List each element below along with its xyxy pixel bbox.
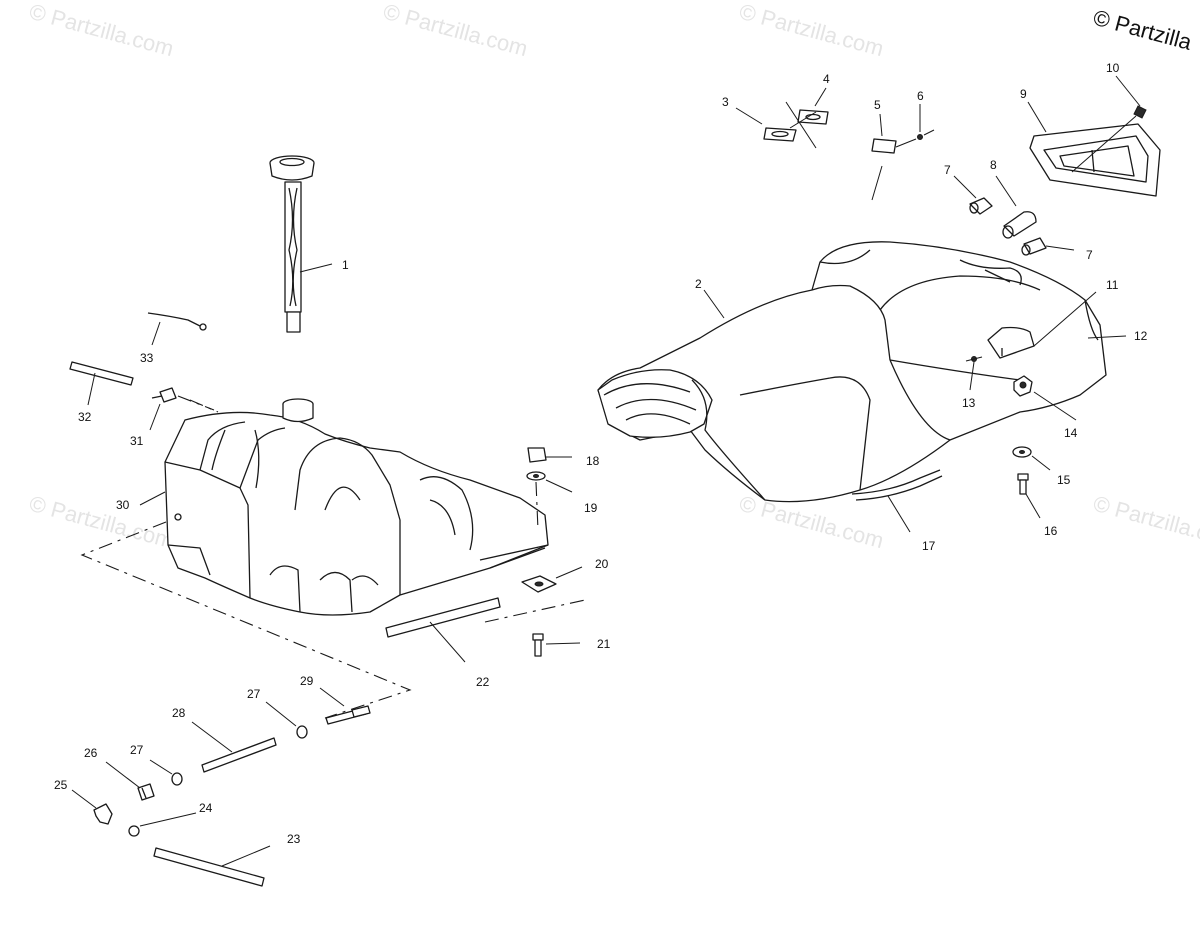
strap-part-17[interactable] bbox=[851, 469, 943, 533]
callout-10: 10 bbox=[1106, 61, 1120, 75]
watermark: © Partzilla.com bbox=[27, 0, 177, 61]
tank-filler-neck bbox=[282, 398, 314, 423]
callout-22: 22 bbox=[476, 675, 490, 689]
bulb-part-8[interactable] bbox=[995, 175, 1037, 239]
callout-25: 25 bbox=[54, 778, 68, 792]
plate-part-3[interactable] bbox=[735, 107, 797, 142]
callout-8: 8 bbox=[990, 158, 997, 172]
fitting-part-31[interactable] bbox=[149, 387, 215, 431]
nut-part-14[interactable] bbox=[1013, 375, 1077, 421]
vent-part-29[interactable] bbox=[319, 687, 371, 725]
callout-2: 2 bbox=[695, 277, 702, 291]
callout-4: 4 bbox=[823, 72, 830, 86]
callout-11: 11 bbox=[1106, 278, 1119, 292]
elbow-part-25[interactable] bbox=[71, 789, 113, 825]
callout-labels: 1 2 3 4 5 6 7 8 7 9 10 11 12 13 14 15 16… bbox=[54, 61, 1148, 846]
callout-12: 12 bbox=[1134, 329, 1148, 343]
clamp-part-24[interactable] bbox=[128, 812, 197, 837]
callout-9: 9 bbox=[1020, 87, 1027, 101]
callout-26: 26 bbox=[84, 746, 98, 760]
hose-part-32[interactable] bbox=[69, 361, 134, 406]
copyright-mark: © Partzilla bbox=[1091, 5, 1195, 55]
callout-17: 17 bbox=[922, 539, 936, 553]
callout-28: 28 bbox=[172, 706, 186, 720]
hose-part-23[interactable] bbox=[153, 845, 271, 887]
callout-31: 31 bbox=[130, 434, 144, 448]
hose-part-28[interactable] bbox=[191, 721, 277, 773]
washer-part-15[interactable] bbox=[1012, 446, 1051, 471]
watermark: © Partzilla.com bbox=[737, 0, 887, 61]
callout-7: 7 bbox=[944, 163, 951, 177]
plug-part-7[interactable] bbox=[1021, 237, 1075, 256]
wire-part-33[interactable] bbox=[147, 312, 207, 346]
callout-5: 5 bbox=[874, 98, 881, 112]
alignment-line bbox=[80, 521, 412, 719]
watermark: © Partzilla.com bbox=[27, 491, 177, 554]
clamp-part-27[interactable] bbox=[265, 701, 308, 739]
callout-19: 19 bbox=[584, 501, 598, 515]
fuel-sender-part-1[interactable] bbox=[269, 155, 333, 333]
callout-16: 16 bbox=[1044, 524, 1058, 538]
screw-part-10[interactable] bbox=[1071, 75, 1147, 173]
tail-light-part-9[interactable] bbox=[1027, 101, 1161, 197]
callout-27: 27 bbox=[247, 687, 261, 701]
callout-32: 32 bbox=[78, 410, 92, 424]
seat-part-2[interactable] bbox=[597, 241, 1127, 503]
callout-23: 23 bbox=[287, 832, 301, 846]
screw-part-6[interactable] bbox=[895, 104, 935, 148]
callout-13: 13 bbox=[962, 396, 976, 410]
plate-part-5[interactable] bbox=[871, 113, 897, 201]
callout-18: 18 bbox=[586, 454, 600, 468]
nut-part-18[interactable] bbox=[527, 447, 572, 463]
filter-part-26[interactable] bbox=[105, 761, 155, 801]
bolt-part-16[interactable] bbox=[1017, 473, 1041, 519]
plug-part-7[interactable] bbox=[953, 175, 993, 215]
callout-6: 6 bbox=[917, 89, 924, 103]
washer-part-19[interactable] bbox=[526, 471, 573, 531]
callout-3: 3 bbox=[722, 95, 729, 109]
callout-15: 15 bbox=[1057, 473, 1071, 487]
alignment-line bbox=[189, 399, 219, 413]
callout-33: 33 bbox=[140, 351, 154, 365]
callout-29: 29 bbox=[300, 674, 314, 688]
mount-line bbox=[484, 599, 586, 623]
plate-part-4[interactable] bbox=[785, 87, 829, 149]
clamp-part-27[interactable] bbox=[149, 759, 183, 786]
callout-24: 24 bbox=[199, 801, 213, 815]
callout-30: 30 bbox=[116, 498, 130, 512]
callout-7: 7 bbox=[1086, 248, 1093, 262]
fuel-tank-part-30[interactable] bbox=[139, 411, 549, 616]
watermark: © Partzilla.com bbox=[1091, 491, 1200, 554]
strap-part-22[interactable] bbox=[385, 597, 501, 663]
watermark: © Partzilla.com bbox=[381, 0, 531, 61]
callout-20: 20 bbox=[595, 557, 609, 571]
callout-21: 21 bbox=[597, 637, 611, 651]
screw-part-13[interactable] bbox=[965, 356, 983, 391]
pad-part-20[interactable] bbox=[521, 566, 583, 593]
callout-27: 27 bbox=[130, 743, 144, 757]
bolt-part-21[interactable] bbox=[532, 633, 581, 657]
callout-1: 1 bbox=[342, 258, 349, 272]
callout-14: 14 bbox=[1064, 426, 1078, 440]
